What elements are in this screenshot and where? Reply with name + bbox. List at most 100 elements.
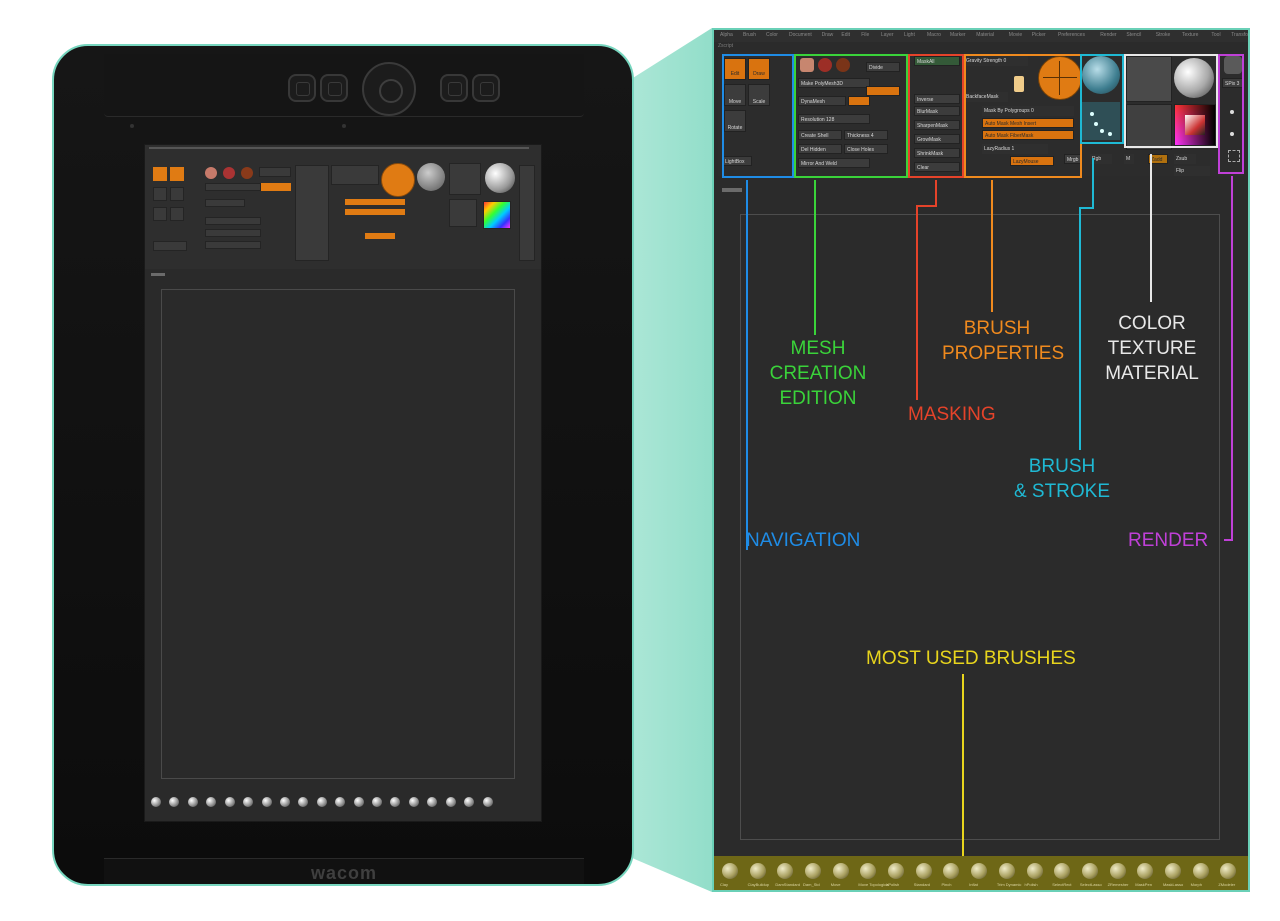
shelf-brush[interactable] xyxy=(1109,863,1126,879)
close-holes-button[interactable]: Close Holes xyxy=(844,144,888,154)
del-hidden-button[interactable]: Del Hidden xyxy=(798,144,842,154)
frame-icon[interactable] xyxy=(1228,150,1240,162)
menu-stroke[interactable]: Stroke xyxy=(1155,32,1171,38)
zadd-button[interactable]: Zadd xyxy=(1148,154,1168,164)
shelf-brush[interactable] xyxy=(1054,863,1071,879)
express-key-4[interactable] xyxy=(472,74,500,102)
clear-mask-button[interactable]: Clear xyxy=(914,162,960,172)
gravity-strength-slider[interactable]: Gravity Strength 0 xyxy=(964,56,1028,66)
shelf-brush[interactable] xyxy=(971,863,988,879)
shelf-brush[interactable] xyxy=(1137,863,1154,879)
shelf-brush[interactable] xyxy=(998,863,1015,879)
touch-ring[interactable] xyxy=(362,62,416,116)
small-scroll-handle[interactable] xyxy=(151,273,165,276)
shelf-brush[interactable] xyxy=(1026,863,1043,879)
menu-stencil[interactable]: Stencil xyxy=(1126,32,1142,38)
edit-button[interactable]: Edit xyxy=(724,58,746,80)
small-shelf-brush[interactable] xyxy=(427,797,438,807)
small-shelf-brush[interactable] xyxy=(187,797,198,807)
mirror-weld-button[interactable]: Mirror And Weld xyxy=(798,158,870,168)
resolution-slider[interactable]: Resolution 128 xyxy=(798,114,870,124)
menu-color[interactable]: Color xyxy=(766,32,778,38)
zsub-button[interactable]: Zsub xyxy=(1174,154,1196,164)
shelf-brush[interactable] xyxy=(943,863,960,879)
shelf-brush[interactable] xyxy=(888,863,905,879)
small-shelf-brush[interactable] xyxy=(279,797,290,807)
dynamesh-button[interactable]: DynaMesh xyxy=(798,96,846,106)
shelf-brush[interactable] xyxy=(749,863,766,879)
shelf-brush[interactable] xyxy=(860,863,877,879)
canvas-scroll-handle[interactable] xyxy=(722,188,742,192)
scale-button[interactable]: Scale xyxy=(748,84,770,106)
pm3d-sphere-thumb[interactable] xyxy=(836,58,850,72)
maskall-button[interactable]: MaskAll xyxy=(914,56,960,66)
shelf-brush[interactable] xyxy=(915,863,932,879)
menu-layer[interactable]: Layer xyxy=(881,32,894,38)
small-shelf-brush[interactable] xyxy=(261,797,272,807)
backfacemask-button[interactable]: BackfaceMask xyxy=(964,92,1008,102)
zbrush-submenu[interactable]: Zscript xyxy=(718,43,733,49)
smt-toggle[interactable] xyxy=(866,86,900,96)
menu-movie[interactable]: Movie xyxy=(1008,32,1023,38)
inverse-button[interactable]: Inverse xyxy=(914,94,960,104)
small-shelf-brush[interactable] xyxy=(482,797,493,807)
small-shelf-brush[interactable] xyxy=(151,797,161,807)
small-shelf-brush[interactable] xyxy=(243,797,254,807)
m-toggle[interactable]: M xyxy=(1124,154,1134,164)
shelf-brush[interactable] xyxy=(1081,863,1098,879)
menu-texture[interactable]: Texture xyxy=(1182,32,1199,38)
menu-render[interactable]: Render xyxy=(1100,32,1117,38)
small-shelf-brush[interactable] xyxy=(445,797,456,807)
shelf-brush[interactable] xyxy=(832,863,849,879)
divide-button[interactable]: Divide xyxy=(866,62,900,72)
small-shelf-brush[interactable] xyxy=(224,797,235,807)
material-sphere[interactable] xyxy=(1174,58,1214,98)
small-shelf-brush[interactable] xyxy=(408,797,419,807)
menu-brush[interactable]: Brush xyxy=(743,32,757,38)
texture-slot[interactable] xyxy=(1126,56,1172,102)
thickness-slider[interactable]: Thickness 4 xyxy=(844,130,888,140)
persp-dot[interactable] xyxy=(1230,110,1234,114)
small-shelf-brush[interactable] xyxy=(169,797,180,807)
small-shelf-brush[interactable] xyxy=(372,797,383,807)
menu-tool[interactable]: Tool xyxy=(1211,32,1221,38)
small-shelf-brush[interactable] xyxy=(298,797,309,807)
floor-dot[interactable] xyxy=(1230,132,1234,136)
stroke-thumbnail[interactable] xyxy=(1082,102,1120,140)
express-key-1[interactable] xyxy=(288,74,316,102)
shelf-brush[interactable] xyxy=(805,863,822,879)
sphere3d-thumb[interactable] xyxy=(800,58,814,72)
brush-thumbnail[interactable] xyxy=(1082,56,1120,94)
shrinkmask-button[interactable]: ShrinkMask xyxy=(914,148,960,158)
menu-document[interactable]: Document xyxy=(789,32,812,38)
menu-marker[interactable]: Marker xyxy=(950,32,966,38)
menu-material[interactable]: Material xyxy=(976,32,994,38)
small-canvas[interactable] xyxy=(161,289,515,779)
document-canvas[interactable] xyxy=(740,214,1220,840)
blurmask-button[interactable]: BlurMask xyxy=(914,106,960,116)
lazyradius-slider[interactable]: LazyRadius 1 xyxy=(982,144,1048,154)
shelf-brush[interactable] xyxy=(722,863,738,879)
alpha-slot[interactable] xyxy=(1126,104,1172,150)
menu-macro[interactable]: Macro xyxy=(927,32,941,38)
shelf-brush[interactable] xyxy=(1164,863,1181,879)
draw-button[interactable]: Draw xyxy=(748,58,770,80)
menu-file[interactable]: File xyxy=(861,32,870,38)
express-key-2[interactable] xyxy=(320,74,348,102)
small-shelf-brush[interactable] xyxy=(206,797,217,807)
rotate-button[interactable]: Rotate xyxy=(724,110,746,132)
dynamesh-toggle[interactable] xyxy=(848,96,870,106)
express-key-3[interactable] xyxy=(440,74,468,102)
small-shelf-brush[interactable] xyxy=(390,797,401,807)
auto-mask-fibermask[interactable]: Auto Mask FiberMask xyxy=(982,130,1074,140)
create-shell-button[interactable]: Create Shell xyxy=(798,130,842,140)
small-shelf-brush[interactable] xyxy=(316,797,327,807)
growmask-button[interactable]: GrowMask xyxy=(914,134,960,144)
sphere3d1-thumb[interactable] xyxy=(818,58,832,72)
flip-button[interactable]: Flip xyxy=(1174,166,1210,176)
color-picker[interactable] xyxy=(1174,104,1216,146)
shelf-brush[interactable] xyxy=(777,863,794,879)
menu-picker[interactable]: Picker xyxy=(1031,32,1046,38)
small-shelf-brush[interactable] xyxy=(464,797,475,807)
menu-transform[interactable]: Transform xyxy=(1231,32,1250,38)
